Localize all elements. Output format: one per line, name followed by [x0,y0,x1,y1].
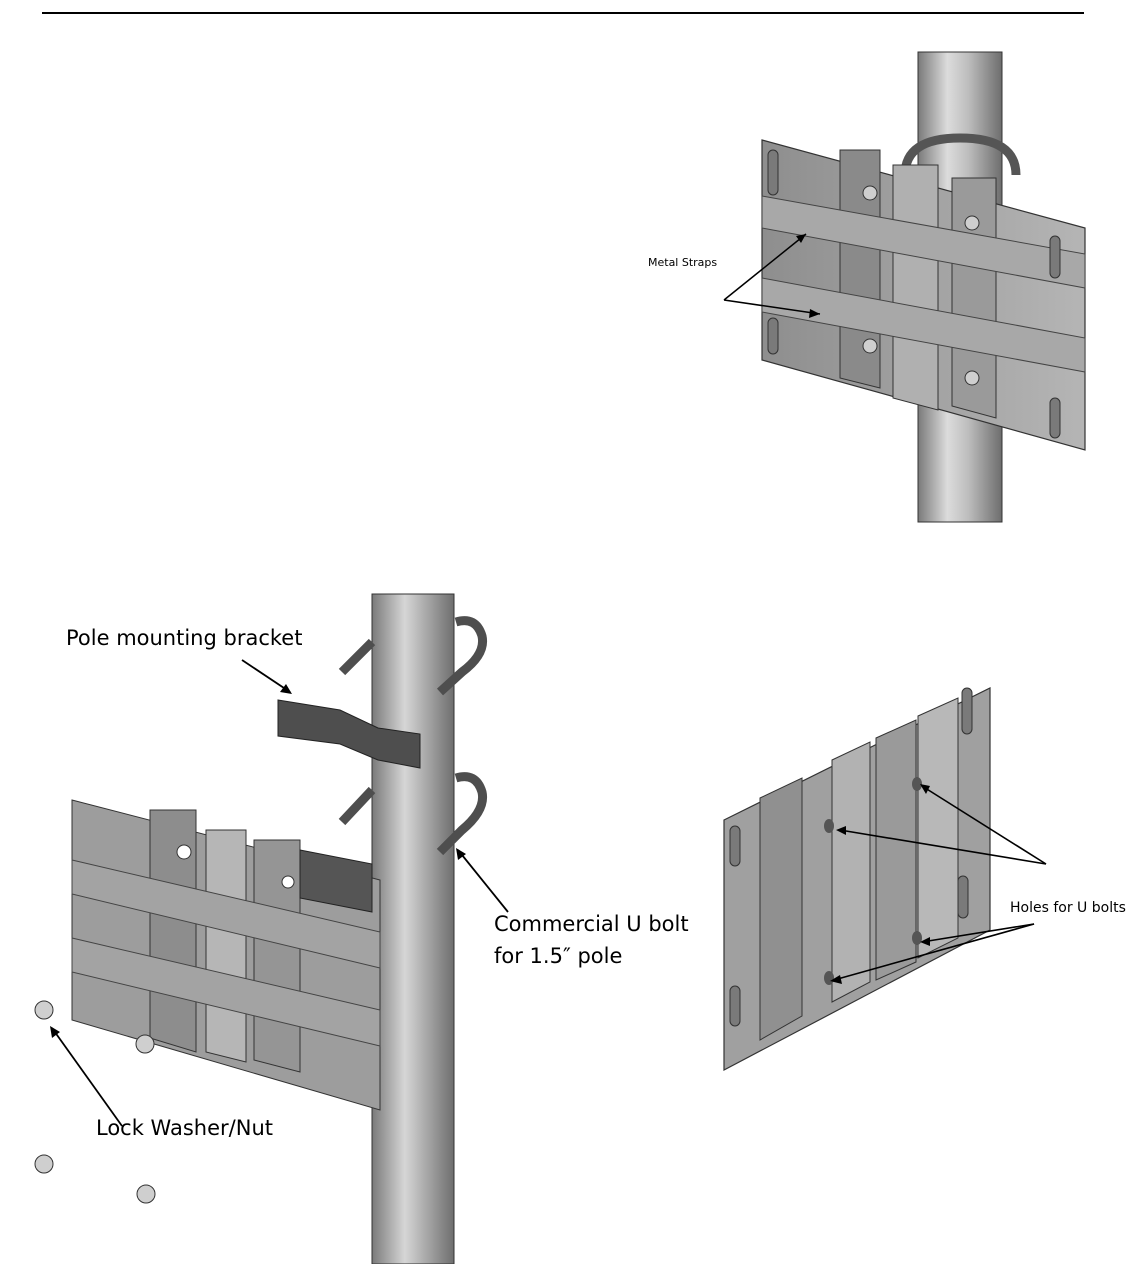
label-lock-washer-nut: Lock Washer/Nut [96,1116,273,1140]
label-pole-mounting-bracket: Pole mounting bracket [66,626,302,650]
bracket-back-figure [690,680,1141,1100]
label-commercial-u-bolt-line2: for 1.5″ pole [494,944,622,968]
nut [965,371,979,385]
u-bolt-hole [824,819,834,833]
lock-washer-nut [35,1001,53,1019]
nut [863,339,877,353]
u-bolt-hole [912,777,922,791]
u-bolt-hole [824,971,834,985]
assembled-bracket-figure [0,0,1141,560]
lock-washer-nut [35,1155,53,1173]
label-commercial-u-bolt-line1: Commercial U bolt [494,912,689,936]
nut [965,216,979,230]
lock-washer-nut [137,1185,155,1203]
lock-washer-nut [136,1035,154,1053]
label-metal-straps: Metal Straps [648,256,717,269]
pole [372,594,454,1264]
u-bolt-hole [912,931,922,945]
nut [863,186,877,200]
label-holes-for-u-bolts: Holes for U bolts [1010,900,1126,916]
